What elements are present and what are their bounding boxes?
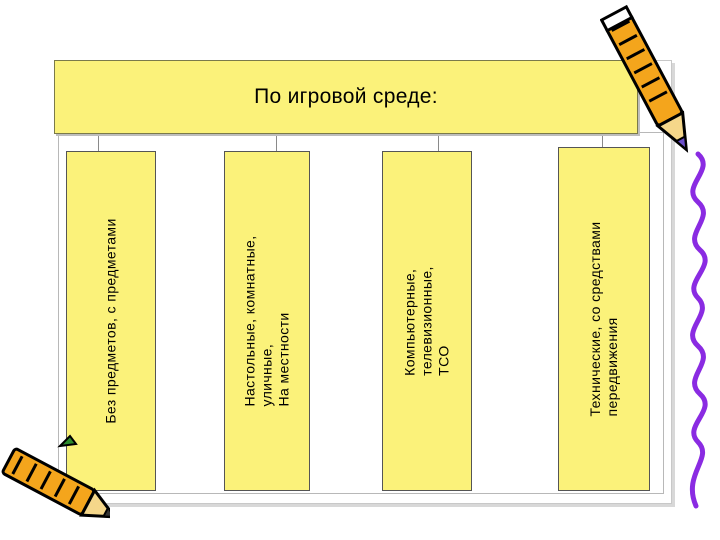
squiggle-line-icon xyxy=(689,151,708,509)
pencil-icon xyxy=(1,434,110,519)
category-box-1: Без предметов, с предметами xyxy=(66,151,156,491)
pencil-icon xyxy=(600,4,689,153)
category-box-2: Настольные, комнатные, уличные, На местн… xyxy=(224,151,310,491)
category-box-3: Компьютерные, телевизионные, ТСО xyxy=(382,151,472,491)
diagram-title: По игровой среде: xyxy=(254,85,438,108)
header-box: По игровой среде: xyxy=(54,60,638,134)
connector-2 xyxy=(276,132,277,151)
category-label-3: Компьютерные, телевизионные, ТСО xyxy=(401,266,452,376)
category-label-4: Технические, со средствами передвижения xyxy=(587,221,620,417)
connector-4 xyxy=(602,132,603,147)
category-label-1: Без предметов, с предметами xyxy=(102,218,119,424)
category-box-4: Технические, со средствами передвижения xyxy=(558,147,650,491)
category-label-2: Настольные, комнатные, уличные, На местн… xyxy=(241,235,292,407)
connector-1 xyxy=(98,132,99,151)
connector-3 xyxy=(438,132,439,151)
